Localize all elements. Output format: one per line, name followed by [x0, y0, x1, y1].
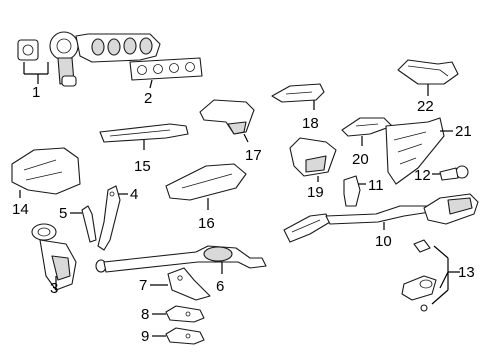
callout-22: 22 — [417, 98, 434, 115]
callout-12: 12 — [414, 167, 431, 184]
part-4-bracket — [97, 185, 121, 251]
part-7-bracket — [167, 267, 211, 301]
part-15-heat-shield — [99, 123, 189, 143]
callout-10: 10 — [375, 233, 392, 250]
part-11-hanger — [343, 175, 361, 207]
callout-21: 21 — [455, 123, 472, 140]
callout-16: 16 — [198, 215, 215, 232]
callout-4: 4 — [130, 186, 138, 203]
leader-13 — [431, 245, 460, 305]
part-17-heat-shield — [199, 99, 255, 135]
part-5-bracket — [81, 205, 97, 243]
callout-20: 20 — [352, 151, 369, 168]
callout-1: 1 — [32, 84, 40, 101]
callout-3: 3 — [50, 280, 58, 297]
callout-8: 8 — [141, 306, 149, 323]
part-18-heat-shield — [271, 83, 325, 103]
part-22-heat-shield — [397, 59, 459, 85]
part-14-heat-shield — [11, 147, 81, 195]
part-6-front-pipe — [95, 245, 267, 273]
callout-9: 9 — [141, 328, 149, 345]
part-16-heat-shield — [165, 163, 247, 201]
callout-2: 2 — [144, 90, 152, 107]
callout-18: 18 — [302, 115, 319, 132]
callout-5: 5 — [59, 205, 67, 222]
part-13-exhaust-tip — [401, 239, 437, 312]
callout-11: 11 — [368, 177, 384, 194]
part-1-exhaust-manifold-turbo — [17, 31, 161, 87]
part-9-insulator — [165, 327, 205, 345]
callout-19: 19 — [307, 184, 324, 201]
part-19-heat-shield — [289, 137, 337, 177]
callout-13: 13 — [458, 264, 475, 281]
leader-17 — [243, 133, 249, 143]
callout-6: 6 — [216, 278, 224, 295]
leader-2 — [149, 79, 153, 89]
callout-15: 15 — [134, 158, 151, 175]
part-21-heat-shield — [385, 117, 445, 185]
part-8-insulator — [165, 305, 205, 323]
part-20-heat-shield — [341, 117, 393, 137]
part-2-manifold-gasket — [129, 57, 203, 81]
callout-17: 17 — [245, 147, 262, 164]
callout-7: 7 — [139, 277, 147, 294]
part-3-catalytic-converter — [31, 223, 77, 291]
part-10-pipe-muffler — [283, 193, 479, 243]
part-12-clamp — [439, 165, 469, 181]
leader-1 — [23, 62, 49, 84]
callout-14: 14 — [12, 201, 29, 218]
